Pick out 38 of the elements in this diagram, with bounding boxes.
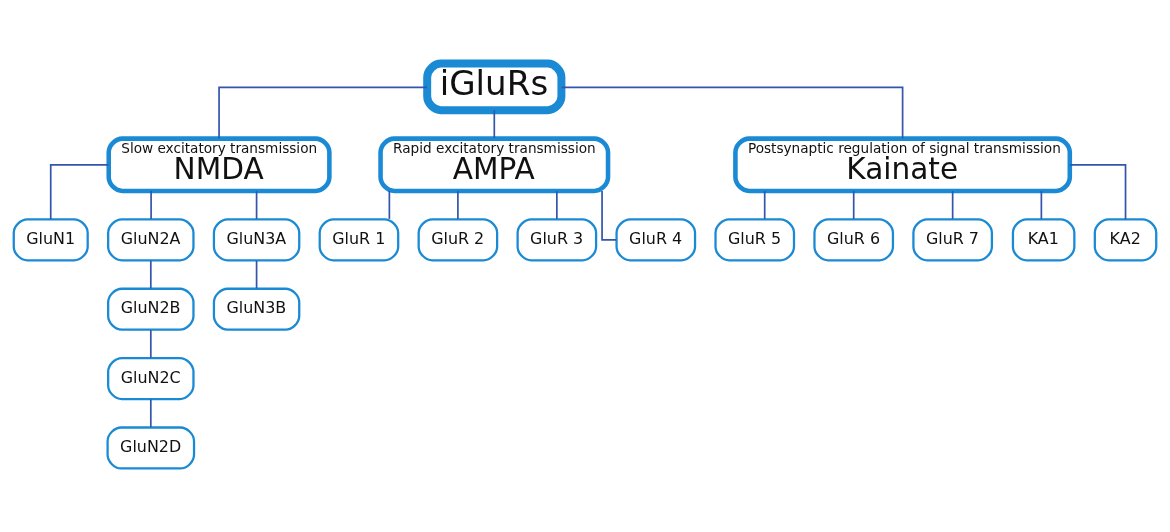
node-box: Rapid excitatory transmission AMPA [378,136,611,194]
connector [560,86,904,140]
connector [49,163,110,221]
node-box: GluN2D [106,426,196,470]
connector [255,190,258,220]
connector [852,190,855,220]
connector [1069,163,1127,221]
node-box: KA1 [1011,218,1076,262]
connector [149,329,152,359]
node-box: GluN2B [107,287,195,331]
node-box: GluN3A [212,218,301,262]
node-box: GluR 3 [516,218,598,262]
connector [556,190,558,220]
connector [951,190,954,220]
node-box: GluR 1 [318,218,400,262]
node-box: iGluRs [423,59,566,115]
connector [493,109,496,139]
node-box: Slow excitatory transmission NMDA [106,136,332,194]
node-box: GluN1 [12,218,89,262]
connector [218,86,428,140]
node-box: GluR 5 [714,218,796,262]
node-box: GluR 2 [417,218,499,262]
node-box: GluN2C [107,357,195,401]
connector [763,190,766,220]
connector [388,190,391,220]
connector [255,259,258,290]
node-box: GluN3B [212,287,301,331]
connector [1040,190,1043,220]
node-box: GluN2A [107,218,195,262]
connector [149,398,152,429]
connector [457,190,459,220]
node-box: GluR 6 [813,218,895,262]
connector [150,190,152,220]
node-box: GluR 4 [615,218,697,262]
node-box: GluR 7 [912,218,994,262]
node-box: KA2 [1093,218,1158,262]
connector [149,259,152,290]
node-box: Postsynaptic regulation of signal transmission Kainate [733,136,1073,194]
